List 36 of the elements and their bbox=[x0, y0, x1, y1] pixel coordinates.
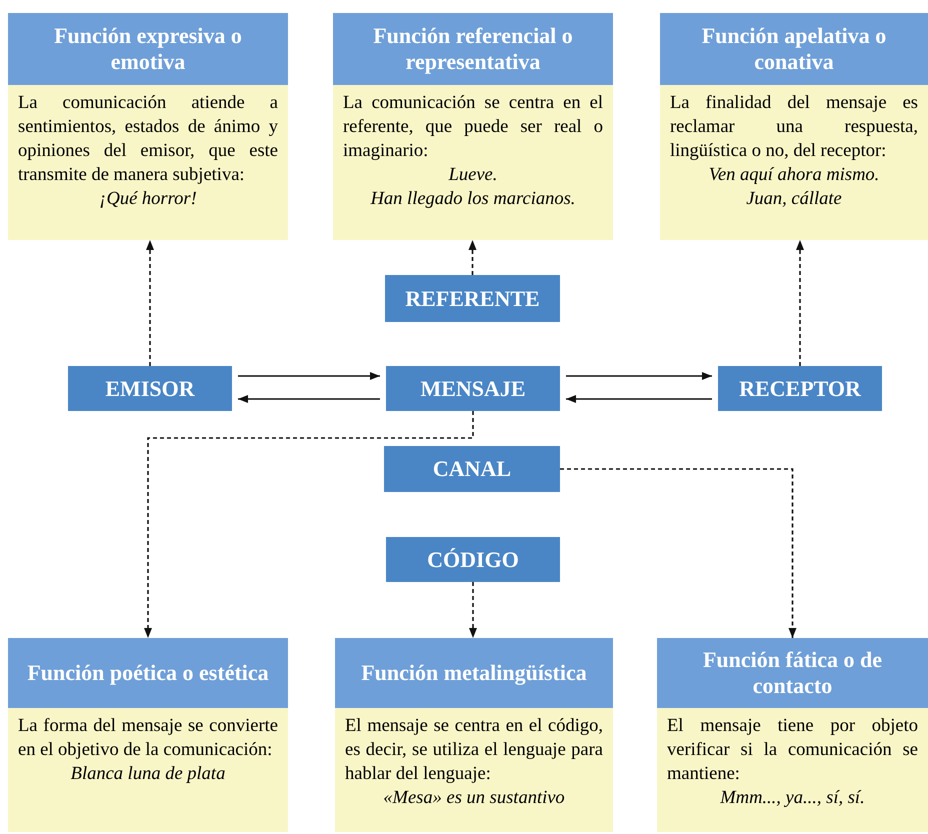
card-heading: Función referencial o representativa bbox=[333, 13, 613, 85]
example-text: Ven aquí ahora mismo. bbox=[708, 164, 880, 187]
element-box: EMISOR bbox=[68, 366, 232, 411]
example-text: Blanca luna de plata bbox=[70, 763, 226, 786]
dashed-arrow bbox=[796, 240, 804, 366]
description-text: La forma del mensaje se convierte en el objetivo de la comunicación: bbox=[18, 715, 278, 762]
example-text: Han llegado los marcianos. bbox=[370, 188, 576, 211]
card-heading: Función expresiva o emotiva bbox=[8, 13, 288, 85]
dashed-arrow bbox=[560, 468, 796, 638]
example-text: Juan, cállate bbox=[745, 188, 843, 211]
dashed-arrow bbox=[469, 582, 477, 638]
card-heading: Función poética o estética bbox=[8, 638, 288, 708]
arrow bbox=[566, 372, 712, 380]
card-heading: Función metalingüística bbox=[335, 638, 613, 708]
description-text: El mensaje se centra en el código, es decir, se utiliza el lenguaje para hablar del lenguaje: bbox=[345, 715, 603, 786]
description-text: La comunicación se centra en el referente, que puede ser real o imaginario: bbox=[343, 92, 603, 163]
element-box: CÓDIGO bbox=[386, 537, 560, 582]
dashed-arrow bbox=[144, 411, 474, 638]
arrow bbox=[566, 395, 712, 403]
description-text: La comunicación atiende a sentimientos, estados de ánimo y opiniones del emisor, que este transmite de manera subjetiva: bbox=[18, 92, 278, 187]
example-text: «Mesa» es un sustantivo bbox=[382, 787, 566, 810]
card-heading: Función apelativa o conativa bbox=[660, 13, 928, 85]
example-text: Lueve. bbox=[448, 164, 498, 187]
element-box: RECEPTOR bbox=[718, 366, 882, 411]
example-text: Mmm..., ya..., sí, sí. bbox=[719, 787, 866, 810]
description-text: La finalidad del mensaje es reclamar una respuesta, lingüística o no, del receptor: bbox=[670, 92, 918, 163]
dashed-arrow bbox=[146, 240, 154, 366]
element-box: REFERENTE bbox=[385, 275, 560, 322]
description-text: El mensaje tiene por objeto verificar si la comunicación se mantiene: bbox=[667, 715, 918, 786]
element-box: CANAL bbox=[384, 446, 560, 492]
arrow bbox=[238, 395, 380, 403]
card-heading: Función fática o de contacto bbox=[657, 638, 928, 708]
arrow bbox=[238, 372, 380, 380]
dashed-arrow bbox=[468, 240, 476, 275]
example-text: ¡Qué horror! bbox=[98, 188, 198, 211]
element-box: MENSAJE bbox=[386, 366, 560, 411]
